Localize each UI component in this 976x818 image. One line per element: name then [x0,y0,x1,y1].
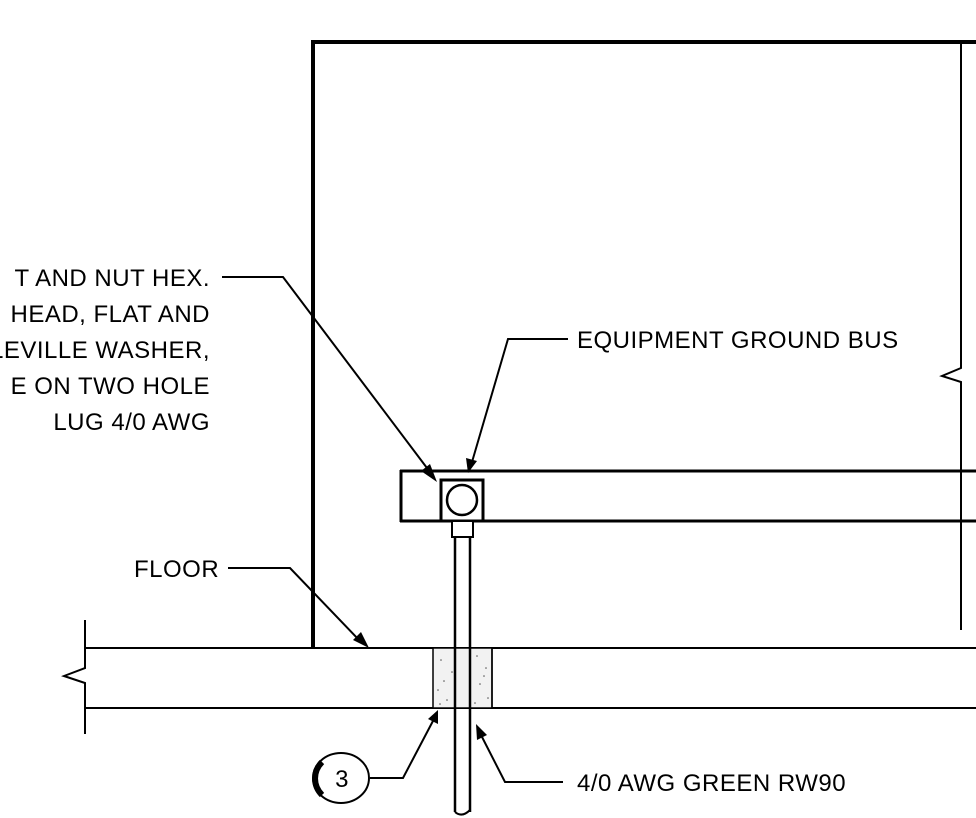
conductor-leader [476,724,563,783]
ground-bus-leader [466,338,568,473]
detail-ref-leader [370,710,438,779]
bolt-note: T AND NUT HEX. HEAD, FLAT AND LEVILLE WA… [0,265,210,436]
equipment-ground-bus-label: EQUIPMENT GROUND BUS [577,327,899,354]
floor-label: FLOOR [134,556,219,583]
enclosure-break-line [939,42,962,630]
equipment-ground-bus [399,469,976,523]
detail-ref-bubble: 3 [312,752,370,804]
bolt-note-line-1: T AND NUT HEX. [15,265,210,292]
floor-sleeve [432,647,493,709]
bolt-note-line-5: LUG 4/0 AWG [53,409,210,436]
bolt-note-line-2: HEAD, FLAT AND [11,301,211,328]
bolt-note-leader [222,276,437,482]
detail-ref-number: 3 [335,766,349,793]
floor-slab [61,620,976,734]
floor-leader [228,567,369,648]
conductor-label: 4/0 AWG GREEN RW90 [577,770,846,797]
cable-lug-barrel [451,520,474,538]
bolt-note-line-4: E ON TWO HOLE [11,373,210,400]
floor-break-line [61,620,86,734]
equipment-enclosure [311,40,976,648]
bolt-lug [439,478,485,523]
ground-conductor [453,537,472,816]
bolt-note-line-3: LEVILLE WASHER, [0,337,210,364]
